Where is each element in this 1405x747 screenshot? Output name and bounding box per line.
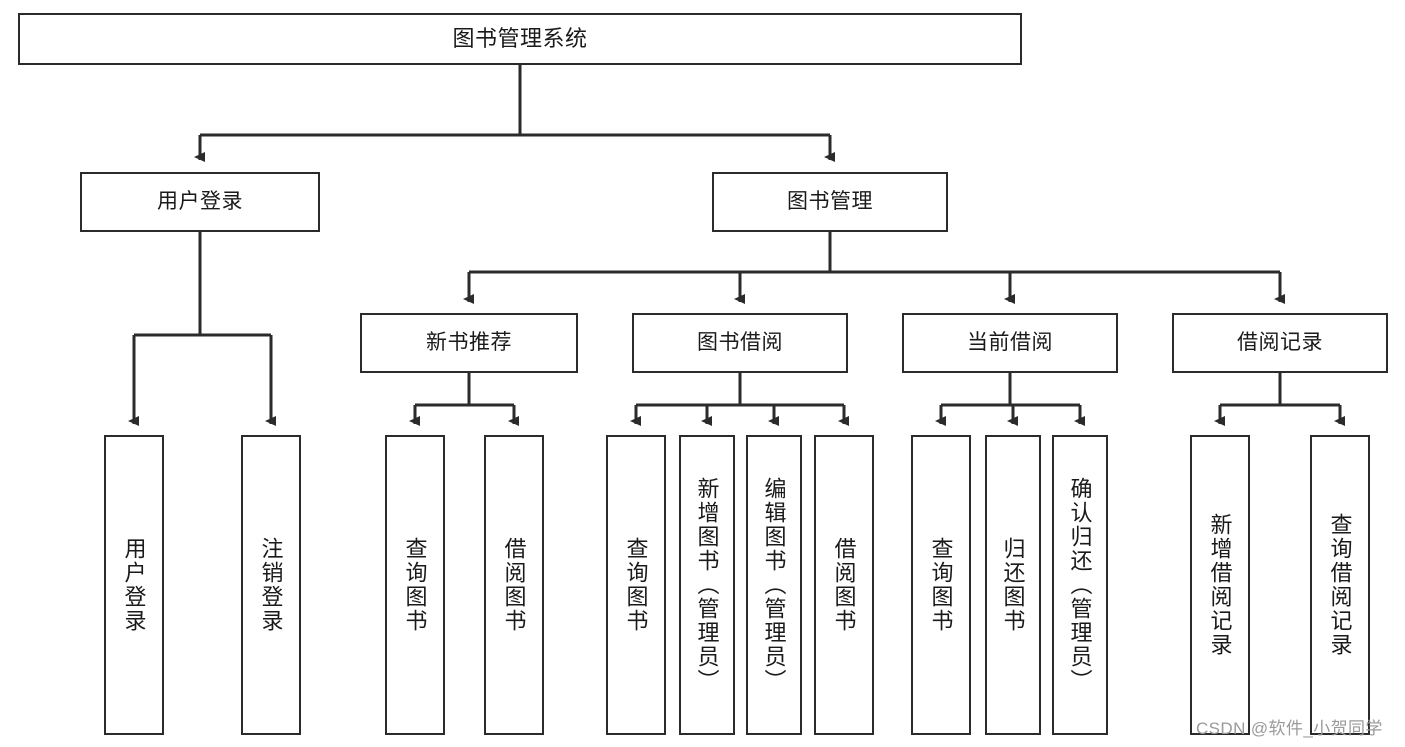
leaf-add-book-admin-label: 新增图书（管理员） [694, 477, 720, 693]
leaf-return-book-label: 归还图书 [1000, 537, 1026, 633]
node-new-book-recommend[interactable]: 新书推荐 [360, 313, 578, 373]
node-borrow-record-label: 借阅记录 [1237, 331, 1323, 355]
node-current-borrow-label: 当前借阅 [967, 331, 1053, 355]
leaf-confirm-return-admin[interactable]: 确认归还（管理员） [1052, 435, 1108, 735]
leaf-query-book-current-label: 查询图书 [928, 537, 954, 633]
node-root[interactable]: 图书管理系统 [18, 13, 1022, 65]
node-book-management[interactable]: 图书管理 [712, 172, 948, 232]
leaf-query-borrow-record[interactable]: 查询借阅记录 [1310, 435, 1370, 735]
leaf-query-book-borrow-label: 查询图书 [623, 537, 649, 633]
node-user-login[interactable]: 用户登录 [80, 172, 320, 232]
leaf-user-logout[interactable]: 注销登录 [241, 435, 301, 735]
node-borrow-record[interactable]: 借阅记录 [1172, 313, 1388, 373]
leaf-user-login[interactable]: 用户登录 [104, 435, 164, 735]
leaf-query-book-recommend-label: 查询图书 [402, 537, 428, 633]
node-current-borrow[interactable]: 当前借阅 [902, 313, 1118, 373]
leaf-borrow-book-recommend-label: 借阅图书 [501, 537, 527, 633]
leaf-borrow-book-recommend[interactable]: 借阅图书 [484, 435, 544, 735]
leaf-return-book[interactable]: 归还图书 [985, 435, 1041, 735]
leaf-user-logout-label: 注销登录 [258, 537, 284, 633]
node-book-borrow[interactable]: 图书借阅 [632, 313, 848, 373]
node-user-login-label: 用户登录 [157, 190, 243, 214]
leaf-borrow-book-label: 借阅图书 [831, 537, 857, 633]
leaf-add-book-admin[interactable]: 新增图书（管理员） [679, 435, 735, 735]
leaf-confirm-return-admin-label: 确认归还（管理员） [1067, 477, 1093, 693]
leaf-borrow-book[interactable]: 借阅图书 [814, 435, 874, 735]
leaf-edit-book-admin-label: 编辑图书（管理员） [761, 477, 787, 693]
node-root-label: 图书管理系统 [452, 25, 588, 51]
leaf-query-book-current[interactable]: 查询图书 [911, 435, 971, 735]
node-book-borrow-label: 图书借阅 [697, 331, 783, 355]
leaf-query-book-borrow[interactable]: 查询图书 [606, 435, 666, 735]
leaf-user-login-label: 用户登录 [121, 537, 147, 633]
leaf-query-book-recommend[interactable]: 查询图书 [385, 435, 445, 735]
leaf-edit-book-admin[interactable]: 编辑图书（管理员） [746, 435, 802, 735]
node-book-management-label: 图书管理 [787, 190, 873, 214]
node-new-book-recommend-label: 新书推荐 [426, 331, 512, 355]
csdn-watermark: CSDN @软件_小贺同学 [1196, 719, 1383, 738]
leaf-add-borrow-record-label: 新增借阅记录 [1207, 513, 1233, 657]
leaf-query-borrow-record-label: 查询借阅记录 [1327, 513, 1353, 657]
leaf-add-borrow-record[interactable]: 新增借阅记录 [1190, 435, 1250, 735]
